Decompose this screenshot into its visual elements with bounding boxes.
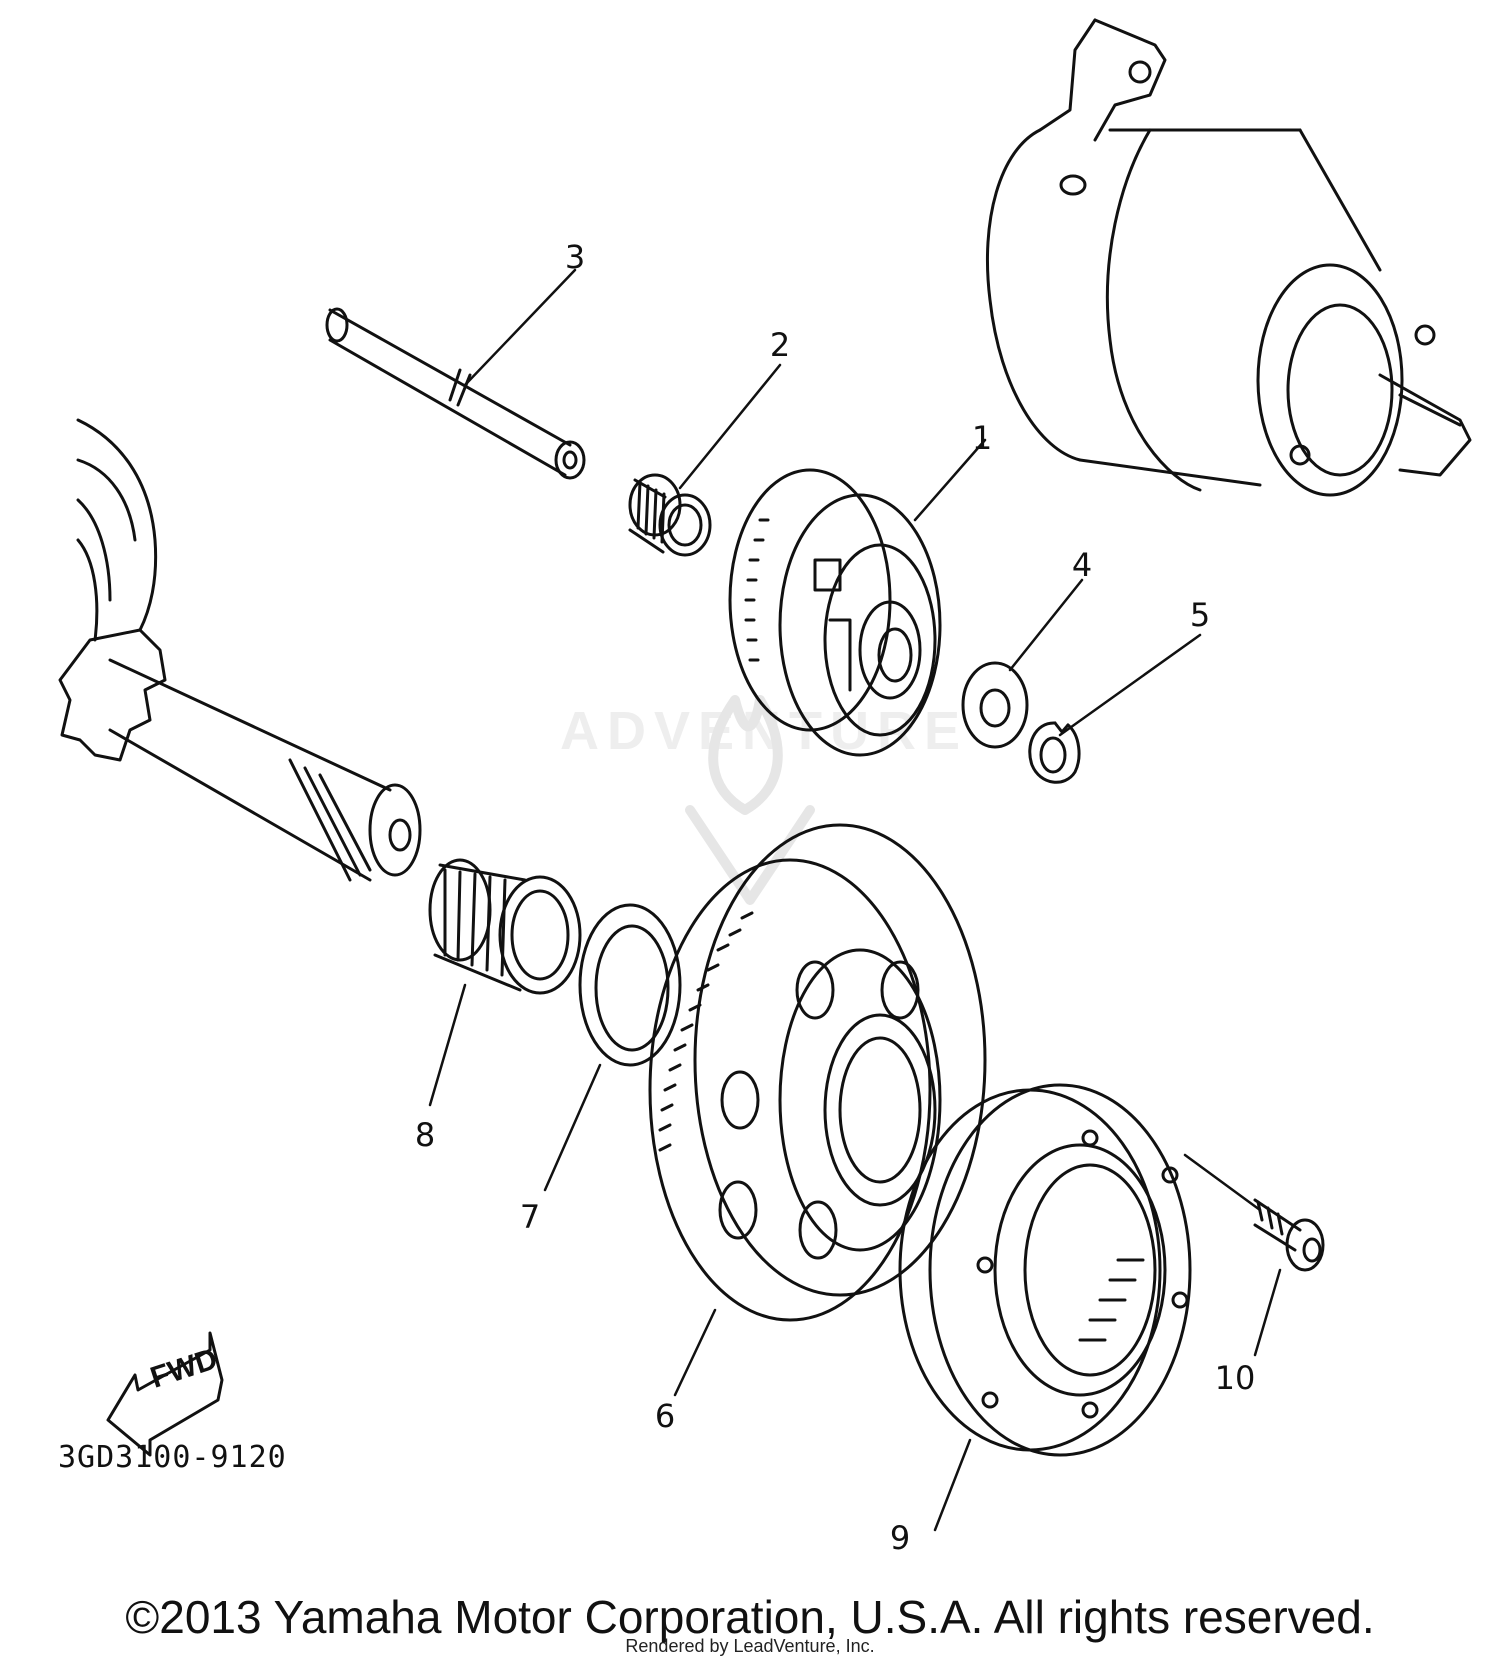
part-7-thrust-washer [578, 903, 682, 1067]
part-1-clutch-gear [728, 468, 942, 757]
callout-4: 4 [1071, 546, 1093, 584]
copyright-notice: ©2013 Yamaha Motor Corporation, U.S.A. A… [125, 1591, 1375, 1643]
diagram-code: 3GD3100-9120 [58, 1440, 287, 1475]
crankshaft [58, 418, 422, 882]
part-9-one-way-clutch [898, 1083, 1192, 1457]
part-5-circlip [1028, 721, 1081, 784]
callout-7: 7 [519, 1198, 541, 1236]
rendered-by-note: Rendered by LeadVenture, Inc. [625, 1636, 875, 1656]
callout-6: 6 [654, 1397, 676, 1435]
part-2-needle-bearing [628, 473, 712, 557]
callout-3: 3 [564, 238, 586, 276]
callout-10: 10 [1214, 1359, 1256, 1397]
part-3-shaft [325, 307, 586, 480]
part-10-bolt [1253, 1198, 1325, 1272]
starter-motor [986, 18, 1472, 497]
callout-2: 2 [769, 326, 791, 364]
callout-9: 9 [889, 1519, 911, 1557]
fwd-arrow-icon [106, 1331, 224, 1457]
callout-1: 1 [971, 419, 993, 457]
part-6-wheel-gear [648, 823, 987, 1322]
part-4-washer [961, 661, 1029, 749]
part-8-bearing [428, 858, 582, 995]
callout-5: 5 [1189, 596, 1211, 634]
callout-8: 8 [414, 1116, 436, 1154]
leader-lines [428, 268, 1282, 1532]
